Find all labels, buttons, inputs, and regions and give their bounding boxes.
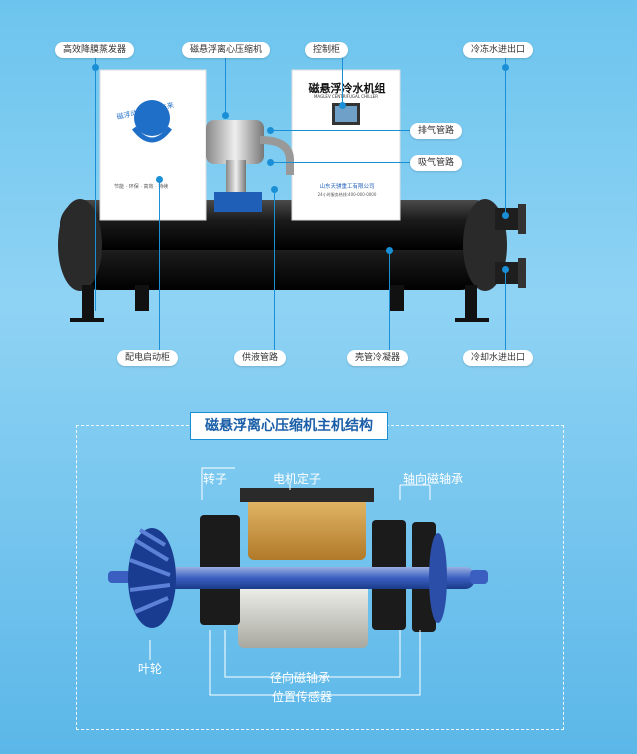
company-name: 山东天骐重工有限公司	[319, 184, 375, 190]
unit-subtitle: MAGLEV CENTRIFUGAL CHILLER	[313, 94, 378, 99]
label-radial-bearing: 径向磁轴承	[270, 671, 331, 685]
callout-liquid-supply: 供液管路	[234, 350, 287, 366]
control-cabinet-box	[291, 69, 401, 221]
chiller-illustration	[58, 69, 526, 322]
slogan-text: 节能 · 环保 · 高效 · 持续	[114, 184, 169, 190]
rotor-shaft	[130, 567, 475, 589]
unit-title: 磁悬浮冷水机组	[308, 82, 386, 95]
callout-chilled-water: 冷冻水进出口	[463, 42, 534, 58]
compressor-body	[206, 120, 264, 164]
service-hotline: 24小时服务热线:400-000-0000	[317, 192, 377, 197]
label-impeller: 叶轮	[138, 662, 163, 676]
callout-power-cabinet: 配电启动柜	[117, 350, 179, 366]
callout-evaporator: 高效降膜蒸发器	[55, 42, 135, 58]
label-axial-bearing: 轴向磁轴承	[403, 472, 464, 486]
callout-suction: 吸气管路	[410, 155, 463, 171]
callout-condenser: 壳管冷凝器	[347, 350, 409, 366]
label-position-sensor: 位置传感器	[272, 690, 333, 704]
thrust-disc	[429, 533, 447, 623]
housing-lower	[238, 584, 368, 648]
label-stator: 电机定子	[273, 472, 322, 486]
impeller	[128, 528, 176, 628]
callout-cooling-water: 冷却水进出口	[463, 350, 534, 366]
chiller-diagram: 磁浮动力 绿色未来 节能 · 环保 · 高效 · 持续 磁悬浮冷水机组 MAGL…	[55, 42, 534, 366]
motor-stator	[248, 498, 366, 560]
section-title: 磁悬浮离心压缩机主机结构	[190, 412, 388, 440]
callout-compressor: 磁悬浮离心压缩机	[182, 42, 271, 58]
callout-control-cabinet: 控制柜	[305, 42, 349, 58]
label-rotor: 转子	[203, 472, 228, 486]
power-cabinet-box	[99, 69, 207, 221]
callout-discharge: 排气管路	[410, 123, 463, 139]
